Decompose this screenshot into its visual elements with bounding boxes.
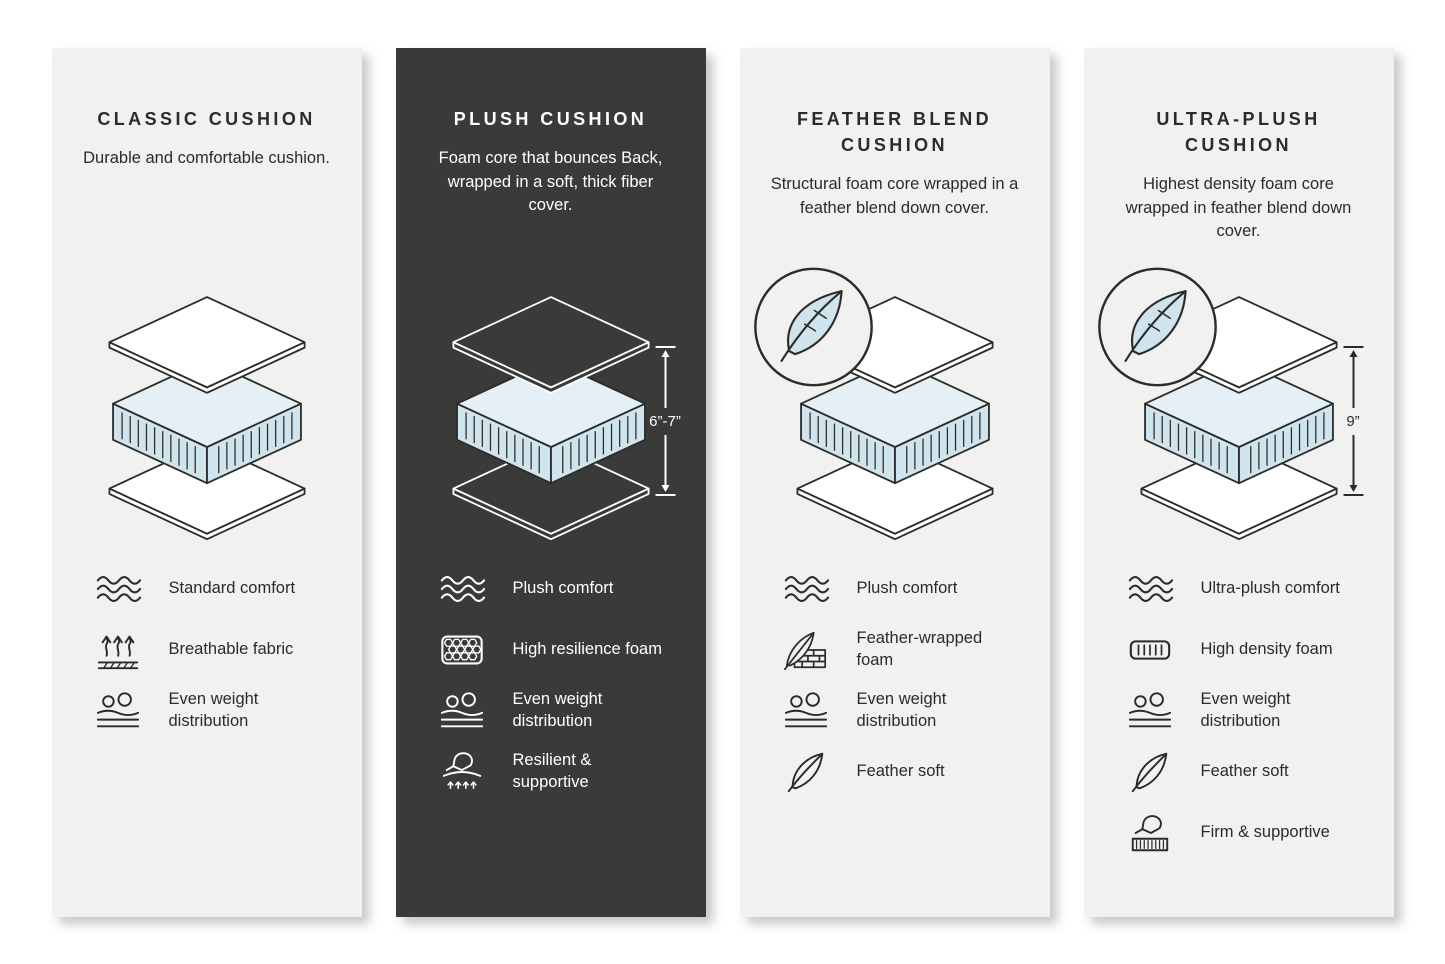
feather-badge-icon	[1094, 264, 1220, 390]
feather-wrapped-foam-icon	[783, 627, 829, 673]
feature-list: Standard comfort Breathable fabric Even …	[95, 566, 352, 749]
cushion-diagram: 9”	[1121, 288, 1363, 550]
feature-label: Feather soft	[1200, 762, 1289, 781]
panel-description: Highest density foam core wrapped in fea…	[1125, 175, 1352, 241]
cushion-diagram: 6”-7”	[433, 288, 681, 550]
feature-label: Feather soft	[856, 762, 945, 781]
cushion-layers-illustration	[433, 288, 668, 550]
feather-badge-icon	[750, 264, 876, 390]
feature-even-weight: Even weight distribution	[783, 688, 1040, 734]
feature-plush-comfort: Plush comfort	[439, 566, 696, 612]
feature-even-weight: Even weight distribution	[95, 688, 352, 734]
measure-label: 9”	[1346, 412, 1360, 430]
feature-feather-soft: Feather soft	[1127, 749, 1384, 795]
feature-label: Plush comfort	[512, 579, 614, 598]
high-density-foam-icon	[1127, 627, 1173, 673]
measure-arrow-down-icon	[1349, 485, 1357, 492]
height-measurement: 6”-7”	[638, 346, 692, 496]
feature-firm-supportive: Firm & supportive	[1127, 810, 1384, 856]
feather-icon	[783, 749, 829, 795]
weight-distribution-icon	[95, 688, 141, 734]
feature-label: High resilience foam	[512, 640, 662, 659]
waves-icon	[439, 566, 485, 612]
measure-line	[1352, 434, 1354, 485]
feature-feather-soft: Feather soft	[783, 749, 1040, 795]
measure-line	[664, 434, 666, 485]
feature-label: Ultra-plush comfort	[1200, 579, 1340, 598]
feature-standard-comfort: Standard comfort	[95, 566, 352, 612]
feature-plush-comfort: Plush comfort	[783, 566, 1040, 612]
waves-icon	[95, 566, 141, 612]
honeycomb-foam-icon	[439, 627, 485, 673]
feature-label: Even weight distribution	[856, 690, 947, 730]
panel-feather-blend-cushion: FEATHER BLEND CUSHION Structural foam co…	[739, 48, 1050, 917]
panel-description: Foam core that bounces Back, wrapped in …	[438, 149, 663, 214]
feature-label: Plush comfort	[856, 579, 958, 598]
feature-feather-wrapped-foam: Feather-wrapped foam	[783, 627, 1040, 673]
panel-title: CLASSIC CUSHION	[97, 109, 316, 129]
feature-label: Breathable fabric	[168, 640, 294, 659]
measure-cap-bottom	[1343, 494, 1363, 496]
panel-classic-cushion: CLASSIC CUSHION Durable and comfortable …	[51, 48, 362, 917]
resilient-supportive-icon	[439, 749, 485, 795]
feature-high-density-foam: High density foam	[1127, 627, 1384, 673]
cushion-diagram	[777, 288, 1012, 550]
measure-line	[664, 357, 666, 408]
breathable-fabric-icon	[95, 627, 141, 673]
feature-even-weight: Even weight distribution	[439, 688, 696, 734]
measure-cap-bottom	[655, 494, 675, 496]
measure-label: 6”-7”	[649, 412, 681, 430]
feature-list: Plush comfort High resilience foam Even …	[439, 566, 696, 810]
feature-breathable-fabric: Breathable fabric	[95, 627, 352, 673]
feature-label: Standard comfort	[168, 579, 296, 598]
height-measurement: 9”	[1326, 346, 1380, 496]
feature-label: High density foam	[1200, 640, 1333, 659]
cushion-diagram	[89, 288, 324, 550]
feature-label: Resilient & supportive	[512, 751, 592, 791]
panel-ultra-plush-cushion: ULTRA-PLUSH CUSHION Highest density foam…	[1083, 48, 1394, 917]
feature-list: Plush comfort Feather-wrapped foam Even …	[783, 566, 1040, 810]
panel-title: PLUSH CUSHION	[453, 109, 648, 129]
feature-high-resilience-foam: High resilience foam	[439, 627, 696, 673]
firm-supportive-icon	[1127, 810, 1173, 856]
measure-cap-top	[655, 346, 675, 348]
feature-even-weight: Even weight distribution	[1127, 688, 1384, 734]
waves-icon	[783, 566, 829, 612]
panel-title: ULTRA-PLUSH CUSHION	[1156, 109, 1321, 156]
panel-description: Structural foam core wrapped in a feathe…	[770, 175, 1019, 217]
measure-cap-top	[1343, 346, 1363, 348]
panel-title: FEATHER BLEND CUSHION	[796, 109, 993, 156]
feature-label: Even weight distribution	[512, 690, 603, 730]
feather-icon	[1127, 749, 1173, 795]
weight-distribution-icon	[783, 688, 829, 734]
waves-icon	[1127, 566, 1173, 612]
panel-description: Durable and comfortable cushion.	[83, 149, 330, 168]
measure-arrow-up-icon	[661, 350, 669, 357]
feature-list: Ultra-plush comfort High density foam Ev…	[1127, 566, 1384, 871]
feature-label: Even weight distribution	[168, 690, 259, 730]
weight-distribution-icon	[439, 688, 485, 734]
feature-label: Feather-wrapped foam	[856, 629, 983, 669]
measure-arrow-down-icon	[661, 485, 669, 492]
feature-label: Firm & supportive	[1200, 823, 1330, 842]
cushion-layers-illustration	[89, 288, 324, 550]
measure-arrow-up-icon	[1349, 350, 1357, 357]
measure-line	[1352, 357, 1354, 408]
feature-ultra-plush-comfort: Ultra-plush comfort	[1127, 566, 1384, 612]
panel-plush-cushion: PLUSH CUSHION Foam core that bounces Bac…	[395, 48, 706, 917]
feature-resilient-supportive: Resilient & supportive	[439, 749, 696, 795]
feature-label: Even weight distribution	[1200, 690, 1291, 730]
weight-distribution-icon	[1127, 688, 1173, 734]
cushion-comparison-infographic: CLASSIC CUSHION Durable and comfortable …	[51, 48, 1394, 917]
